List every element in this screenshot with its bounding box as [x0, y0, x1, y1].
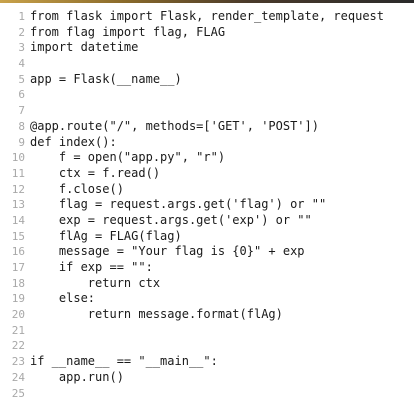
line-number: 10	[11, 151, 25, 165]
code-line: 18 return ctx	[0, 276, 414, 292]
code-text: return ctx	[30, 275, 161, 290]
code-line: 9 def index():	[0, 135, 414, 151]
code-line: 6	[0, 87, 414, 103]
code-text: import datetime	[30, 40, 139, 55]
code-text	[25, 87, 30, 103]
code-line: 24 app.run()	[0, 370, 414, 386]
line-number: 3	[18, 41, 25, 55]
line-number: 5	[18, 72, 25, 86]
line-number: 11	[11, 166, 25, 180]
code-line: 16 message = "Your flag is {0}" + exp	[0, 244, 414, 260]
line-number: 21	[11, 323, 25, 337]
line-number: 13	[11, 198, 25, 212]
code-line: 10 f = open("app.py", "r")	[0, 150, 414, 166]
line-number: 19	[11, 292, 25, 306]
code-line: 3 import datetime	[0, 40, 414, 56]
code-text: if exp == "":	[30, 260, 153, 274]
line-number: 9	[18, 135, 25, 149]
line-number: 22	[11, 339, 25, 353]
line-number: 2	[18, 25, 25, 39]
line-number: 14	[11, 213, 25, 227]
code-text	[25, 386, 30, 402]
line-number: 20	[11, 308, 25, 322]
code-line: 5 app = Flask(__name__)	[0, 72, 414, 88]
line-number: 7	[18, 104, 25, 118]
code-line: 23 if __name__ == "__main__":	[0, 354, 414, 370]
line-number: 23	[11, 355, 25, 369]
code-text: from flask import Flask, render_template…	[30, 9, 385, 23]
line-number: 1	[18, 10, 25, 23]
line-number: 4	[18, 57, 25, 71]
code-text: ctx = f.read()	[30, 165, 161, 180]
code-line: 17 if exp == "":	[0, 260, 414, 276]
code-text: def index():	[30, 134, 117, 149]
line-number: 17	[11, 261, 25, 274]
code-line: 14 exp = request.args.get('exp') or ""	[0, 213, 414, 229]
line-number: 15	[11, 229, 25, 243]
code-text: from flag import flag, FLAG	[30, 24, 226, 39]
code-line: 20 return message.format(flAg)	[0, 307, 414, 323]
code-text: flAg = FLAG(flag)	[30, 228, 182, 243]
line-number: 25	[11, 386, 25, 400]
code-text: f = open("app.py", "r")	[30, 150, 226, 165]
code-line: 7	[0, 103, 414, 119]
code-text: if __name__ == "__main__":	[30, 354, 218, 369]
code-text: f.close()	[30, 181, 124, 196]
code-text: app = Flask(__name__)	[30, 71, 182, 86]
window-top-border	[0, 0, 414, 3]
line-number: 16	[11, 245, 25, 259]
code-line: 2 from flag import flag, FLAG	[0, 25, 414, 41]
code-text	[25, 103, 30, 119]
code-line: 8 @app.route("/", methods=['GET', 'POST']…	[0, 119, 414, 135]
code-line: 1 from flask import Flask, render_templat…	[0, 9, 414, 25]
code-editor[interactable]: 1 from flask import Flask, render_templat…	[0, 9, 414, 401]
code-text: return message.format(flAg)	[30, 307, 283, 322]
line-number: 24	[11, 370, 25, 384]
code-text: @app.route("/", methods=['GET', 'POST'])	[30, 118, 319, 133]
code-text: message = "Your flag is {0}" + exp	[30, 244, 305, 259]
code-text: app.run()	[30, 369, 124, 384]
code-text: flag = request.args.get('flag') or ""	[30, 197, 327, 212]
code-text	[25, 323, 30, 339]
code-line: 13 flag = request.args.get('flag') or ""	[0, 197, 414, 213]
code-line: 11 ctx = f.read()	[0, 166, 414, 182]
code-line: 21	[0, 323, 414, 339]
line-number: 6	[18, 88, 25, 102]
code-text	[25, 338, 30, 354]
code-text	[25, 56, 30, 72]
line-number: 12	[11, 182, 25, 196]
code-line: 25	[0, 386, 414, 402]
code-line: 4	[0, 56, 414, 72]
code-line: 15 flAg = FLAG(flag)	[0, 229, 414, 245]
code-line: 22	[0, 338, 414, 354]
code-line: 12 f.close()	[0, 182, 414, 198]
line-number: 8	[18, 119, 25, 133]
code-line: 19 else:	[0, 291, 414, 307]
line-number: 18	[11, 276, 25, 290]
code-text: else:	[30, 291, 96, 306]
code-text: exp = request.args.get('exp') or ""	[30, 212, 312, 227]
